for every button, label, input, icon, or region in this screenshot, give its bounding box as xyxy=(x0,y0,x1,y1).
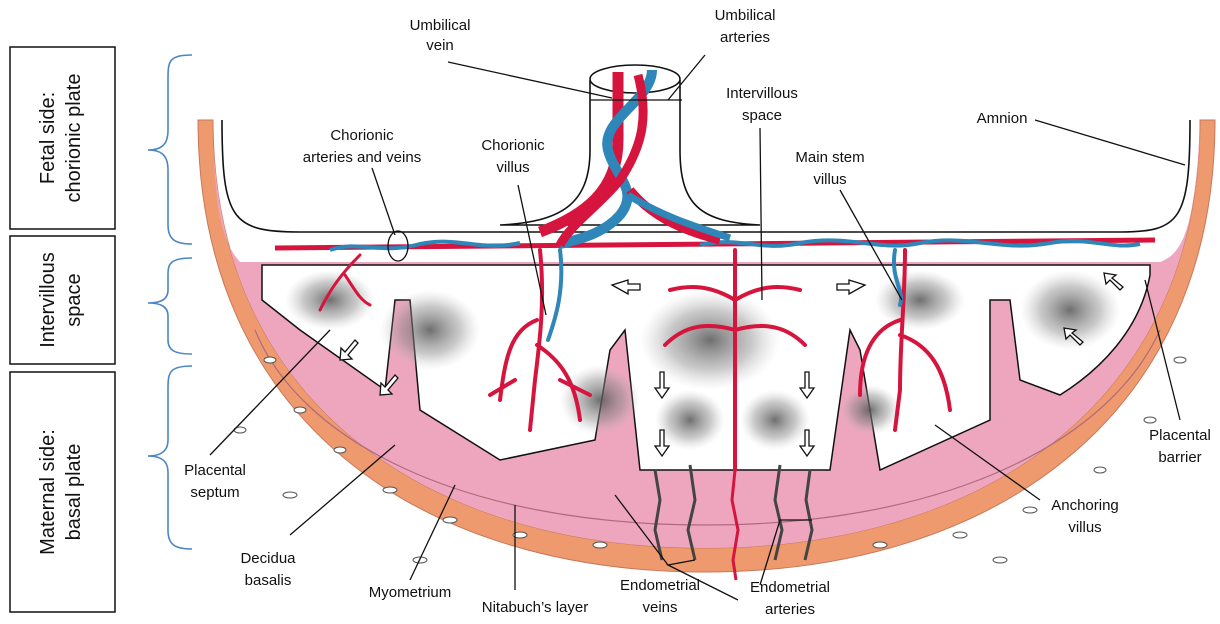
label-placental-septum-line1: Placental xyxy=(184,462,246,479)
side-box-fetal: Fetal side: chorionic plate xyxy=(10,47,115,229)
label-main-stem-villus-line2: villus xyxy=(813,171,846,188)
label-nitabuch-layer: Nitabuch’s layer xyxy=(482,599,588,616)
label-placental-barrier-line2: barrier xyxy=(1158,449,1201,466)
label-intervillous-space-line2: space xyxy=(742,107,782,124)
label-myometrium: Myometrium xyxy=(369,584,452,601)
label-umbilical-arteries-line2: arteries xyxy=(720,29,770,46)
label-umbilical-arteries-line1: Umbilical xyxy=(715,7,776,24)
label-placental-septum-line2: septum xyxy=(190,484,239,501)
label-anchoring-villus-line1: Anchoring xyxy=(1051,497,1119,514)
side-label-maternal-line1: Maternal side: xyxy=(37,429,59,555)
side-box-maternal: Maternal side: basal plate xyxy=(10,372,115,612)
side-label-fetal-line2: chorionic plate xyxy=(63,74,85,203)
label-chorionic-arteries-veins-line2: arteries and veins xyxy=(303,149,421,166)
shade-7 xyxy=(875,270,965,330)
side-label-intervillous-line1: Intervillous xyxy=(37,252,59,348)
brace-fetal xyxy=(148,55,192,244)
side-label-intervillous-line2: space xyxy=(63,273,85,326)
label-chorionic-villus-line1: Chorionic xyxy=(481,137,545,154)
label-main-stem-villus-line1: Main stem xyxy=(795,149,864,166)
label-umbilical-vein-line2: vein xyxy=(426,37,454,54)
shade-2 xyxy=(380,290,480,370)
label-chorionic-villus-line2: villus xyxy=(496,159,529,176)
shade-9 xyxy=(840,385,900,435)
label-endometrial-arteries-line1: Endometrial xyxy=(750,579,830,596)
label-anchoring-villus-line2: villus xyxy=(1068,519,1101,536)
label-amnion: Amnion xyxy=(977,110,1028,127)
side-label-maternal-line2: basal plate xyxy=(63,444,85,541)
shade-5 xyxy=(740,390,810,450)
label-endometrial-arteries-line2: arteries xyxy=(765,601,815,618)
brace-intervillous xyxy=(148,258,192,354)
shade-6 xyxy=(560,365,640,435)
brace-maternal xyxy=(148,366,192,549)
side-box-intervillous: Intervillous space xyxy=(10,236,115,364)
label-endometrial-veins-line2: veins xyxy=(642,599,677,616)
side-label-fetal-line1: Fetal side: xyxy=(37,92,59,184)
label-decidua-basalis-line2: basalis xyxy=(245,572,292,589)
shade-4 xyxy=(655,390,725,450)
label-umbilical-vein-line1: Umbilical xyxy=(410,17,471,34)
label-chorionic-arteries-veins-line1: Chorionic xyxy=(330,127,394,144)
label-endometrial-veins-line1: Endometrial xyxy=(620,577,700,594)
label-intervillous-space-line1: Intervillous xyxy=(726,85,798,102)
label-decidua-basalis-line1: Decidua xyxy=(240,550,296,567)
label-placental-barrier-line1: Placental xyxy=(1149,427,1211,444)
